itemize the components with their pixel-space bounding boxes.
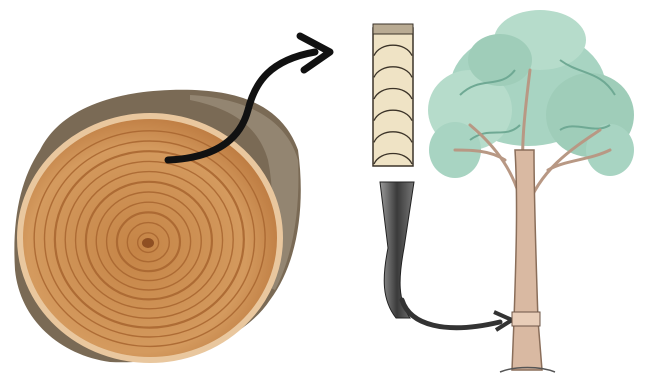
core-sample-cap (373, 24, 413, 34)
core-sample (373, 24, 413, 166)
tree-illustration (428, 10, 634, 372)
tree-trunk (512, 150, 542, 370)
borer-to-tree-arrow (402, 300, 500, 328)
log-pith (142, 238, 154, 248)
log-cross-section (14, 90, 300, 362)
borer-band (512, 312, 540, 326)
increment-borer (380, 182, 414, 318)
